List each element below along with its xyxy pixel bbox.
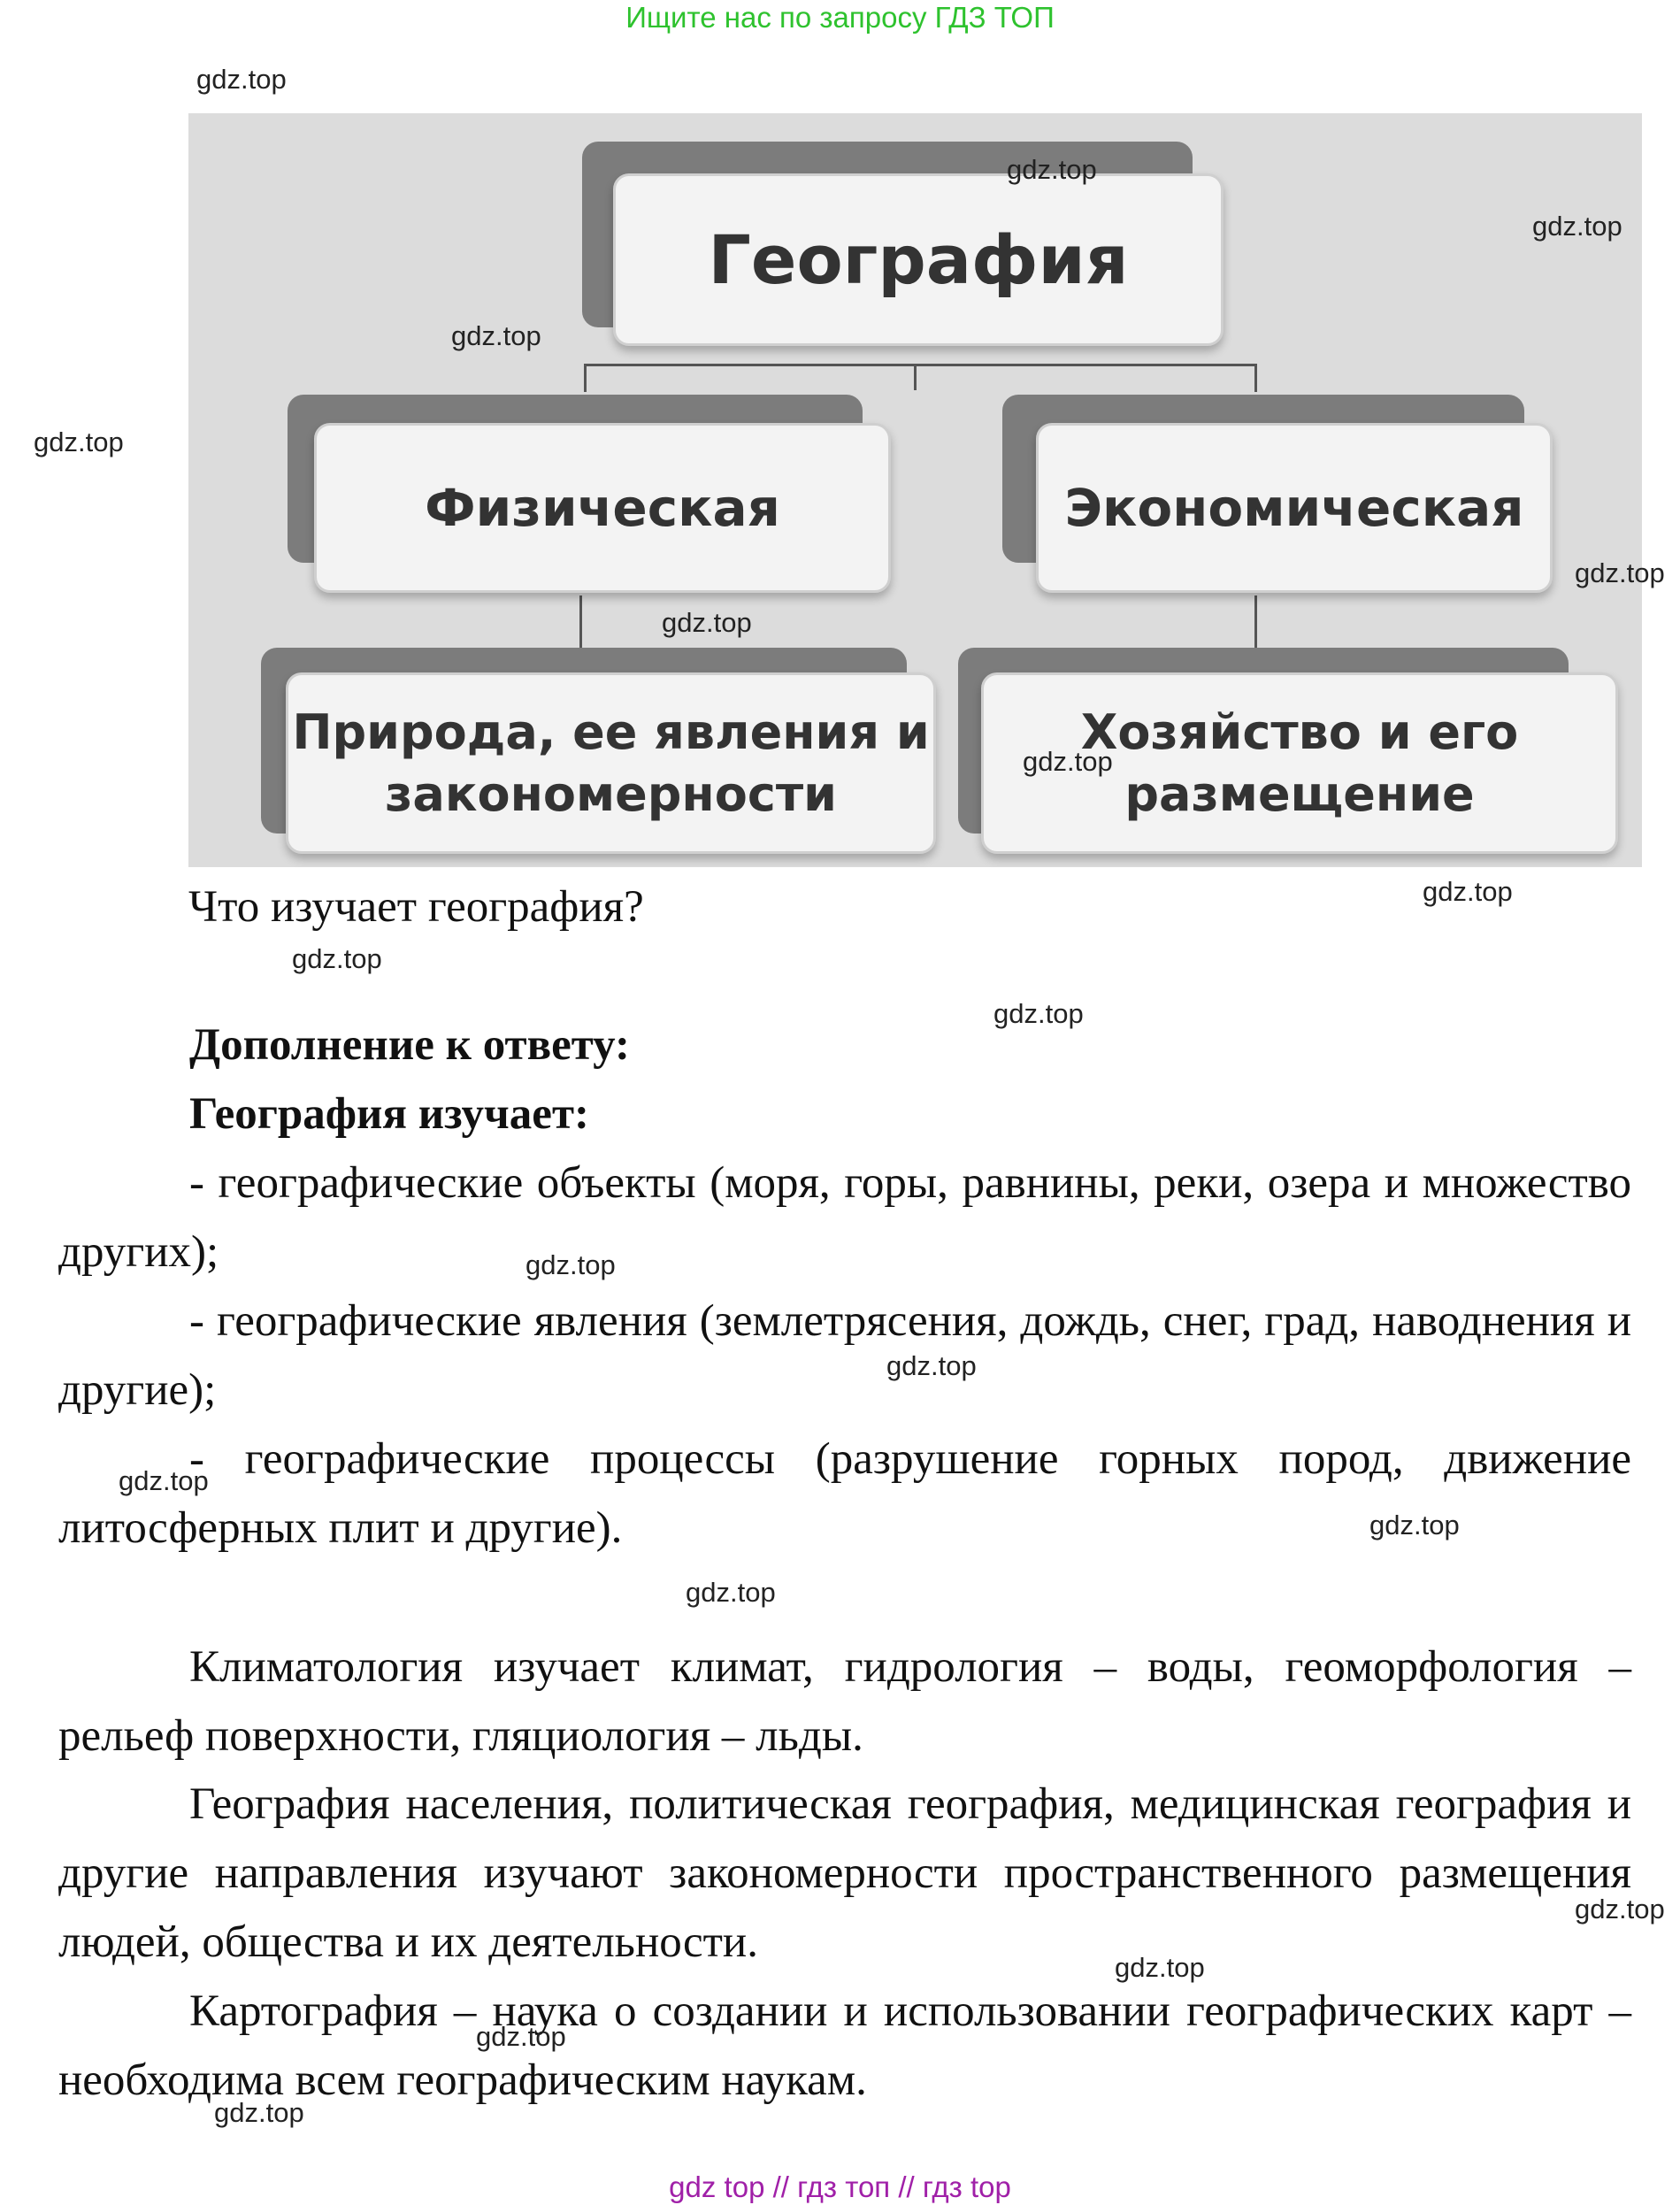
connector-horizontal [584, 364, 1256, 366]
left-card: Физическая [314, 423, 891, 593]
connector-root-down [914, 364, 917, 390]
right-child-card: Хозяйство и его размещение [981, 672, 1618, 854]
watermark: gdz.top [1115, 1952, 1205, 1983]
heading-supplement: Дополнение к ответу: [189, 1020, 630, 1070]
connector-right-child [1254, 595, 1257, 653]
watermark: gdz.top [886, 1350, 977, 1381]
watermark: gdz.top [119, 1465, 209, 1496]
watermark: gdz.top [993, 998, 1084, 1029]
connector-right-down [1254, 364, 1257, 392]
list-item: - географические процессы (разрушение го… [58, 1434, 1631, 1553]
left-child-line1: Природа, ее явления и [292, 703, 930, 760]
list-item: - географические явления (землетрясения,… [58, 1296, 1631, 1415]
watermark: gdz.top [1575, 1894, 1665, 1925]
diagram-caption: Что изучает география? [188, 882, 644, 932]
watermark: gdz.top [196, 64, 287, 95]
watermark: gdz.top [1023, 746, 1113, 777]
paragraph: Картография – наука о создании и использ… [58, 1986, 1631, 2105]
watermark: gdz.top [1007, 154, 1097, 185]
watermark: gdz.top [34, 426, 124, 457]
left-child-line2: закономерности [385, 765, 837, 822]
paragraph: География населения, политическая геогра… [58, 1779, 1631, 1967]
heading-geography-studies: География изучает: [189, 1089, 589, 1139]
paragraph: Климатология изучает климат, гидрология … [58, 1642, 1631, 1761]
top-banner: Ищите нас по запросу ГДЗ ТОП [625, 1, 1055, 34]
watermark: gdz.top [476, 2021, 566, 2052]
right-label: Экономическая [1064, 478, 1524, 538]
geography-diagram: География Физическая Экономическая Приро… [188, 113, 1642, 867]
root-card: География [613, 173, 1224, 346]
watermark: gdz.top [1423, 876, 1513, 907]
connector-left-child [579, 595, 582, 653]
right-child-line2: размещение [1124, 765, 1475, 822]
connector-left-down [584, 364, 587, 392]
watermark: gdz.top [1575, 557, 1665, 588]
watermark: gdz.top [292, 943, 382, 974]
right-child-line1: Хозяйство и его [1080, 703, 1519, 760]
bottom-banner: gdz top // гдз топ // гдз top [669, 2170, 1011, 2203]
watermark: gdz.top [451, 320, 541, 351]
watermark: gdz.top [1532, 211, 1622, 242]
right-card: Экономическая [1036, 423, 1553, 593]
watermark: gdz.top [662, 607, 752, 638]
watermark: gdz.top [525, 1249, 616, 1280]
root-label: География [708, 220, 1129, 299]
watermark: gdz.top [1369, 1510, 1460, 1540]
list-item: - географические объекты (моря, горы, ра… [58, 1158, 1631, 1277]
left-child-card: Природа, ее явления и закономерности [286, 672, 936, 854]
watermark: gdz.top [686, 1577, 776, 1608]
left-label: Физическая [425, 478, 780, 538]
watermark: gdz.top [214, 2097, 304, 2128]
